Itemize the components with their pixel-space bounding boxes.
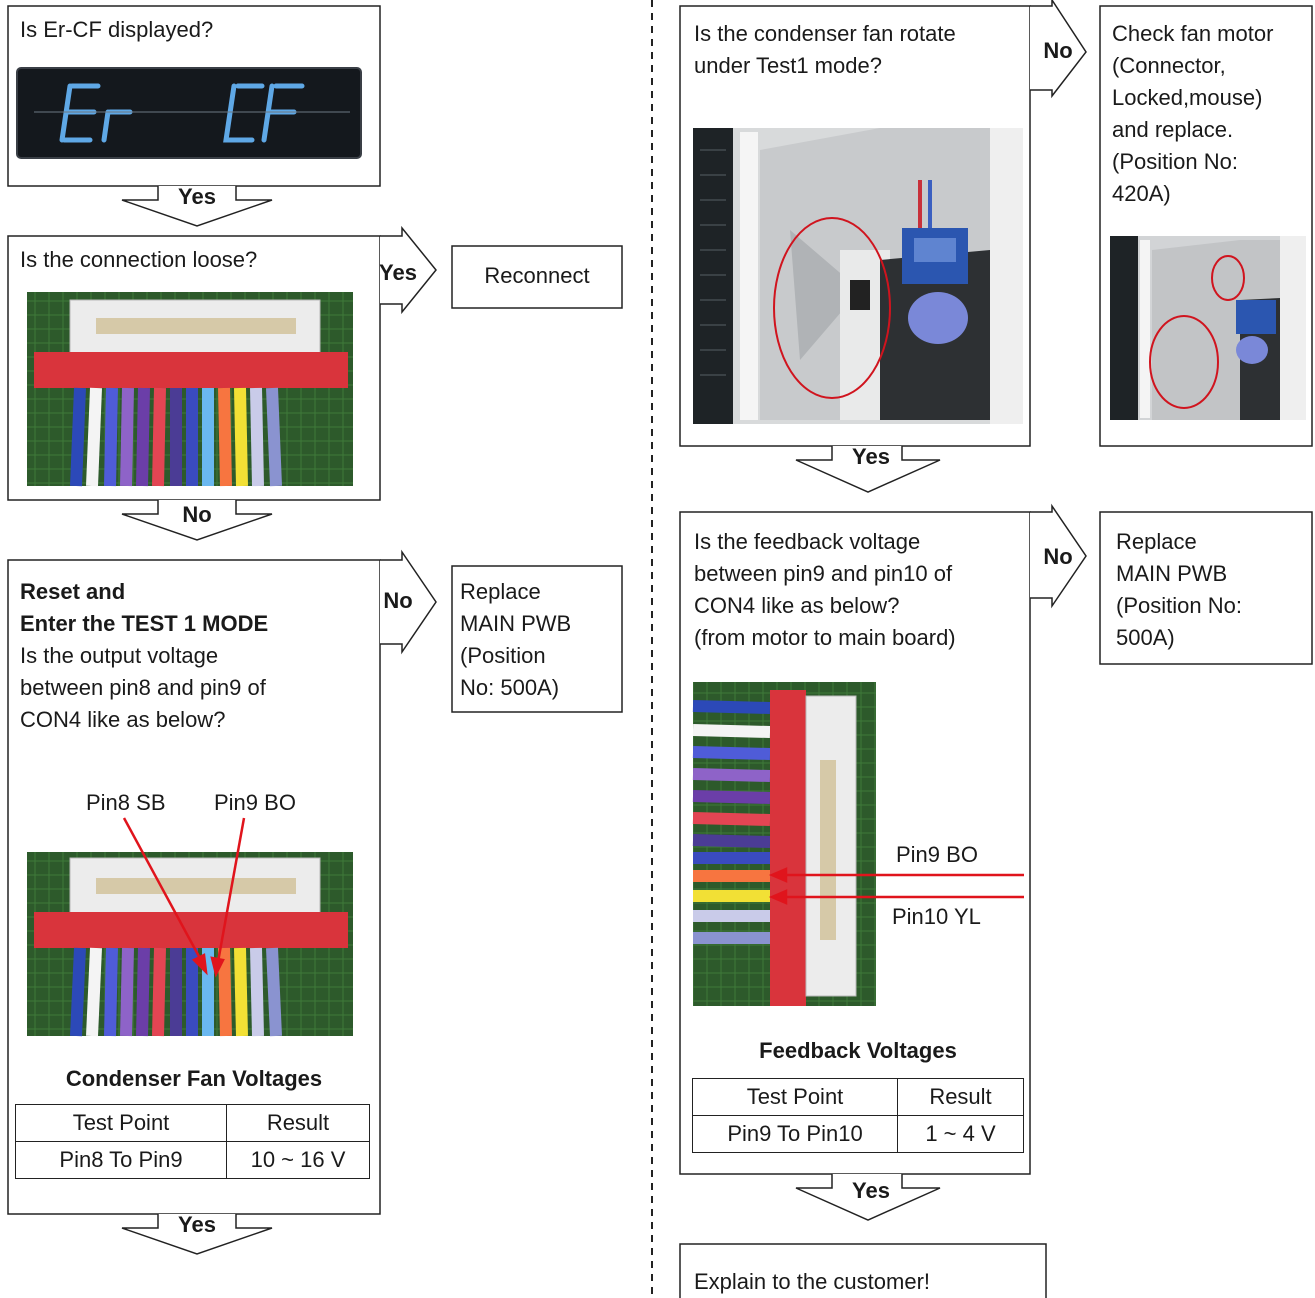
- arrow-right-no-1: [380, 549, 437, 655]
- er-cf-display-photo: [16, 67, 362, 159]
- condenser-fan-voltages-title: Condenser Fan Voltages: [65, 1066, 323, 1091]
- question-connection-loose: Is the connection loose?: [20, 247, 258, 272]
- connector-photo-2: [27, 852, 353, 1037]
- label-no-right-2: No: [1043, 544, 1073, 569]
- table-cell-test-point-right: Pin9 To Pin10: [692, 1115, 898, 1153]
- label-yes-right-2: Yes: [852, 1178, 890, 1203]
- table-cell-result-right: 1 ~ 4 V: [897, 1115, 1024, 1153]
- question-feedback-voltage: Is the feedback voltage between pin9 and…: [694, 529, 956, 650]
- pin8-label: Pin8 SB: [86, 790, 166, 815]
- box-explain-customer: [679, 1243, 1047, 1298]
- box-replace-main-pwb-2: [1099, 511, 1313, 665]
- question-output-voltage: Is the output voltage between pin8 and p…: [20, 643, 266, 732]
- pin9-label-left: Pin9 BO: [214, 790, 296, 815]
- table-header-test-point-right: Test Point: [692, 1078, 898, 1116]
- box-reconnect: [451, 245, 623, 309]
- arrow-down-yes-right-1: [795, 446, 941, 493]
- label-yes-right-1: Yes: [852, 444, 890, 469]
- label-yes-2: Yes: [379, 260, 417, 285]
- connector-photo-vertical: [692, 682, 876, 1006]
- table-cell-result: 10 ~ 16 V: [226, 1141, 370, 1179]
- label-yes-3: Yes: [178, 1212, 216, 1237]
- test1-heading: Enter the TEST 1 MODE: [20, 611, 269, 636]
- table-header-result-right: Result: [897, 1078, 1024, 1116]
- reconnect-text: Reconnect: [484, 263, 590, 288]
- pin9-label-right: Pin9 BO: [896, 842, 978, 867]
- replace-main-pwb-text-2: Replace MAIN PWB (Position No: 500A): [1116, 529, 1242, 650]
- fan-motor-photo-small: [1110, 236, 1306, 420]
- arrow-down-no-1: [121, 500, 273, 541]
- condenser-fan-photo: [693, 128, 1023, 424]
- label-no-1: No: [182, 502, 212, 527]
- arrow-right-no-right-1: [1030, 0, 1087, 99]
- check-fan-motor-text: Check fan motor (Connector, Locked,mouse…: [1112, 21, 1274, 206]
- question-er-cf-displayed: Is Er-CF displayed?: [20, 17, 214, 42]
- pin-pointer-arrows-left: [122, 817, 246, 978]
- arrow-down-yes-left-bottom: [121, 1214, 273, 1255]
- table-header-test-point: Test Point: [15, 1104, 227, 1142]
- arrow-down-yes-right-2: [795, 1174, 941, 1221]
- question-fan-rotate: Is the condenser fan rotate under Test1 …: [694, 21, 956, 78]
- label-no-right-1: No: [1043, 38, 1073, 63]
- condenser-fan-voltage-table: Test Point Result Pin8 To Pin9 10 ~ 16 V: [15, 1104, 370, 1179]
- label-yes-1: Yes: [178, 184, 216, 209]
- reset-heading: Reset and: [20, 579, 126, 604]
- pin-pointer-arrows-right: [768, 867, 1024, 905]
- table-cell-test-point: Pin8 To Pin9: [15, 1141, 227, 1179]
- pin10-label: Pin10 YL: [892, 904, 981, 929]
- explain-customer-text: Explain to the customer!: [694, 1269, 931, 1294]
- label-no-2: No: [383, 588, 413, 613]
- arrow-right-yes-1: [380, 225, 437, 315]
- table-header-result: Result: [226, 1104, 370, 1142]
- replace-main-pwb-text-1: Replace MAIN PWB (Position No: 500A): [460, 579, 572, 700]
- arrow-down-yes-1: [121, 186, 273, 227]
- connector-photo-1: [27, 292, 353, 487]
- arrow-right-no-right-2: [1030, 503, 1087, 609]
- feedback-voltages-title: Feedback Voltages: [759, 1038, 957, 1063]
- box-replace-main-pwb-1: [451, 565, 623, 713]
- feedback-voltage-table: Test Point Result Pin9 To Pin10 1 ~ 4 V: [692, 1078, 1024, 1153]
